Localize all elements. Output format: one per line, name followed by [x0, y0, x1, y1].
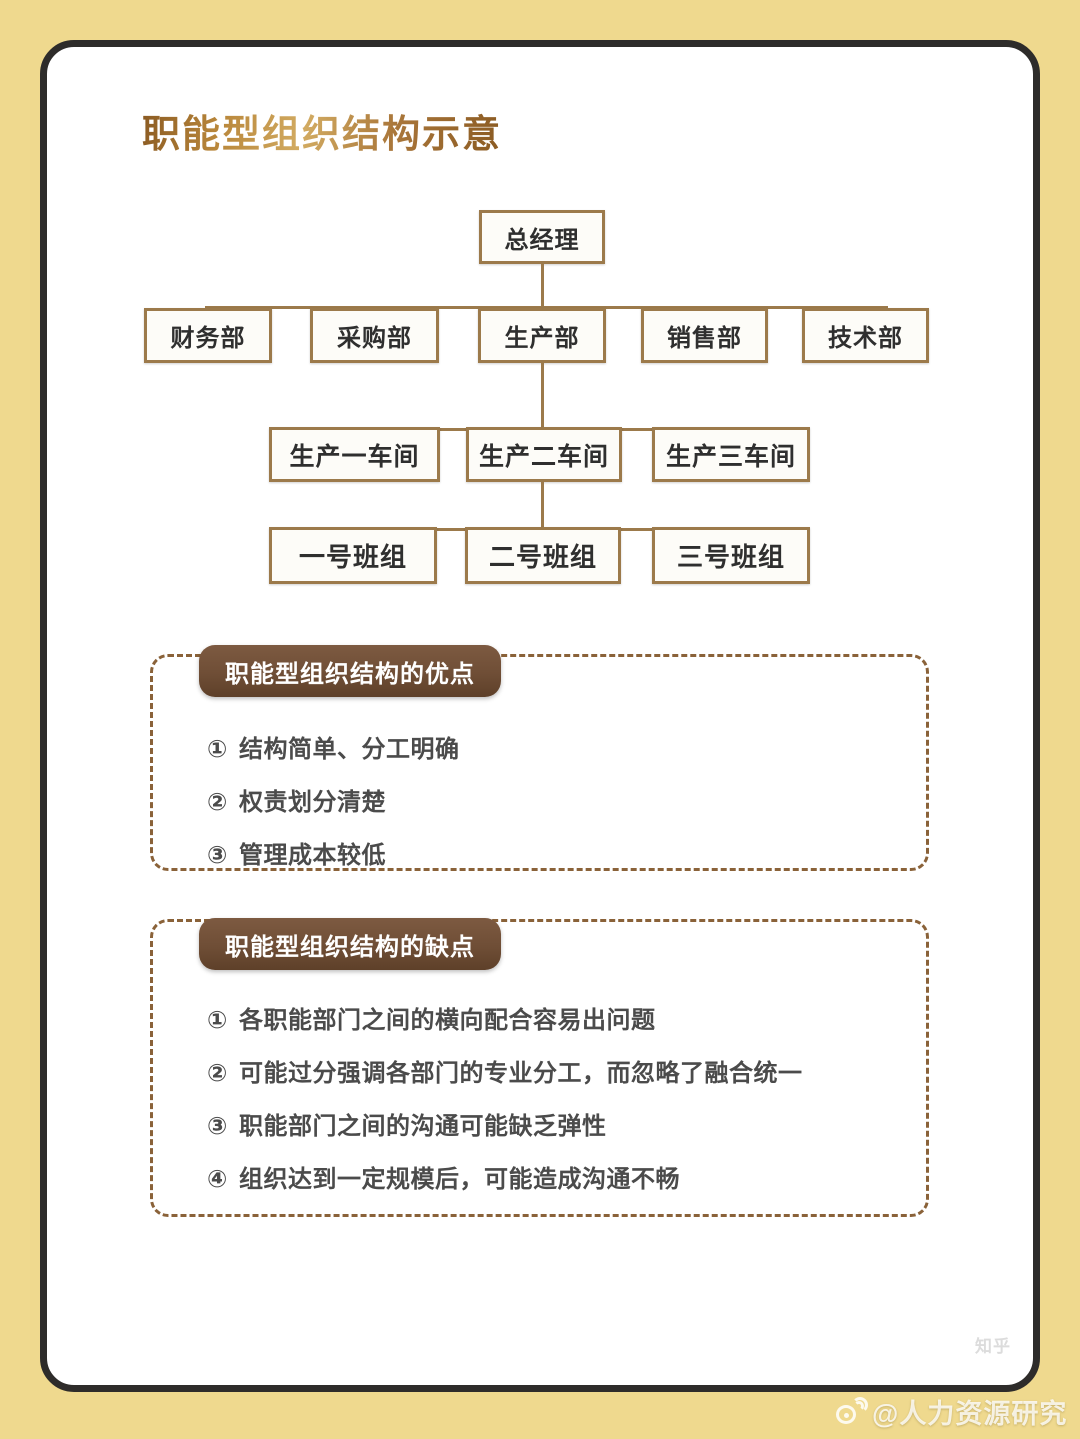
connector-workshop2-down — [541, 482, 544, 528]
org-node-sales[interactable]: 销售部 — [641, 308, 768, 363]
disadvantages-list: ① 各职能部门之间的横向配合容易出问题 ② 可能过分强调各部门的专业分工，而忽略… — [207, 1000, 803, 1194]
advantages-panel — [150, 654, 929, 871]
connector-l4-drop-1 — [359, 528, 362, 555]
connector-l4-drop-2 — [541, 528, 544, 555]
list-item: ① 结构简单、分工明确 — [207, 729, 460, 764]
list-item-number: ③ — [207, 1113, 228, 1140]
list-item-text: 可能过分强调各部门的专业分工，而忽略了融合统一 — [239, 1060, 803, 1087]
page-title: 职能型组织结构示意 — [142, 103, 502, 158]
list-item-number: ③ — [207, 842, 228, 869]
connector-l2-drop-3 — [541, 306, 544, 332]
list-item-number: ② — [207, 789, 228, 816]
connector-l2-drop-2 — [374, 306, 377, 332]
list-item-text: 各职能部门之间的横向配合容易出问题 — [239, 1007, 656, 1034]
connector-l2-drop-5 — [885, 306, 888, 332]
list-item-text: 职能部门之间的沟通可能缺乏弹性 — [239, 1113, 607, 1140]
org-node-team-1[interactable]: 一号班组 — [269, 527, 437, 584]
connector-l4-drop-3 — [768, 528, 771, 555]
list-item-number: ① — [207, 1007, 228, 1034]
org-node-workshop-2[interactable]: 生产二车间 — [466, 427, 622, 482]
org-node-workshop-3[interactable]: 生产三车间 — [652, 427, 810, 482]
disadvantages-panel — [150, 919, 929, 1217]
connector-l3-drop-2 — [541, 428, 544, 455]
org-node-level1[interactable]: 总经理 — [479, 210, 605, 264]
org-node-purchasing[interactable]: 采购部 — [310, 308, 439, 363]
connector-l2-bus — [205, 306, 885, 309]
org-node-technology[interactable]: 技术部 — [802, 308, 929, 363]
connector-l3-bus — [359, 428, 771, 431]
list-item-text: 权责划分清楚 — [239, 789, 386, 816]
list-item-text: 组织达到一定规模后，可能造成沟通不畅 — [239, 1166, 680, 1193]
card-watermark: 知乎 — [975, 1337, 1011, 1356]
connector-l2-drop-1 — [205, 306, 208, 332]
connector-l2-drop-4 — [704, 306, 707, 332]
org-node-team-3[interactable]: 三号班组 — [652, 527, 810, 584]
content-card: 职能型组织结构示意 总经理 财务部 采购部 生产部 销售部 技术部 生产一车间 … — [40, 40, 1040, 1392]
advantages-list: ① 结构简单、分工明确 ② 权责划分清楚 ③ 管理成本较低 — [207, 729, 460, 870]
org-node-workshop-1[interactable]: 生产一车间 — [269, 427, 440, 482]
connector-production-down — [541, 363, 544, 428]
list-item: ③ 职能部门之间的沟通可能缺乏弹性 — [207, 1106, 803, 1141]
disadvantages-heading: 职能型组织结构的缺点 — [199, 918, 501, 970]
list-item-number: ② — [207, 1060, 228, 1087]
list-item-number: ① — [207, 736, 228, 763]
connector-l3-drop-3 — [768, 428, 771, 455]
list-item: ③ 管理成本较低 — [207, 835, 460, 870]
list-item-number: ④ — [207, 1166, 228, 1193]
connector-l1-down — [541, 264, 544, 306]
list-item: ② 可能过分强调各部门的专业分工，而忽略了融合统一 — [207, 1053, 803, 1088]
footer-watermark: @人力资源研究 — [836, 1392, 1067, 1431]
org-node-team-2[interactable]: 二号班组 — [465, 527, 621, 584]
advantages-heading: 职能型组织结构的优点 — [199, 645, 501, 697]
list-item-text: 结构简单、分工明确 — [239, 736, 460, 763]
list-item: ② 权责划分清楚 — [207, 782, 460, 817]
footer-watermark-handle: @人力资源研究 — [872, 1399, 1068, 1429]
weibo-icon — [836, 1396, 868, 1425]
connector-l3-drop-1 — [359, 428, 362, 455]
org-node-finance[interactable]: 财务部 — [144, 308, 272, 363]
connector-l4-bus — [359, 528, 771, 531]
list-item: ④ 组织达到一定规模后，可能造成沟通不畅 — [207, 1159, 803, 1194]
list-item-text: 管理成本较低 — [239, 842, 386, 869]
org-node-production[interactable]: 生产部 — [478, 308, 606, 363]
list-item: ① 各职能部门之间的横向配合容易出问题 — [207, 1000, 803, 1035]
